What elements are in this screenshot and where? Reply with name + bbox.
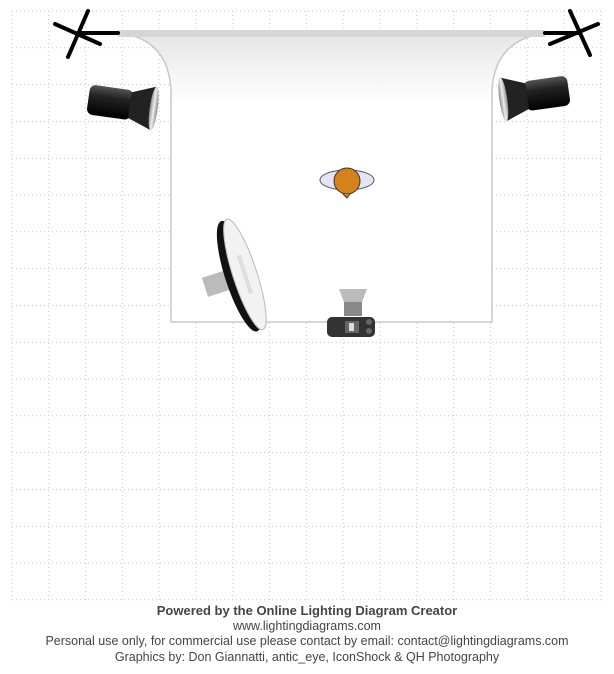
background-stand-icon[interactable] bbox=[53, 9, 120, 59]
lighting-diagram-canvas bbox=[11, 9, 602, 601]
license-text: Personal use only, for commercial use pl… bbox=[45, 634, 569, 648]
camera-icon[interactable] bbox=[327, 289, 375, 337]
background-stand-icon[interactable] bbox=[543, 9, 600, 57]
website-link[interactable]: www.lightingdiagrams.com bbox=[233, 618, 381, 633]
subject-icon[interactable] bbox=[319, 167, 375, 199]
footer: Powered by the Online Lighting Diagram C… bbox=[0, 603, 614, 665]
powered-by-text: Powered by the Online Lighting Diagram C… bbox=[156, 603, 458, 618]
beauty-dish-icon[interactable] bbox=[187, 216, 274, 343]
snoot-light-icon[interactable] bbox=[496, 68, 571, 122]
snoot-light-icon[interactable] bbox=[85, 77, 160, 131]
credits-text: Graphics by: Don Giannatti, antic_eye, I… bbox=[114, 649, 500, 664]
